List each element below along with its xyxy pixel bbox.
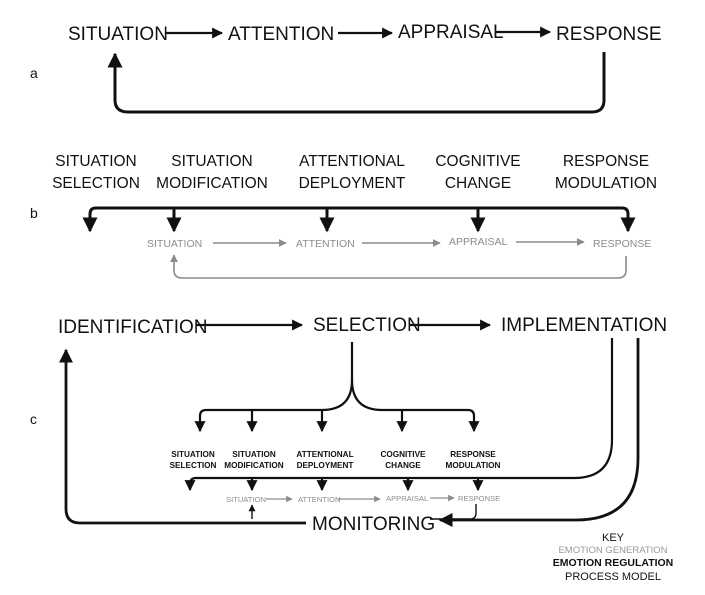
panel-c-strategy-label-line2: SELECTION xyxy=(170,461,217,470)
panel-b-strategy-attentional-deployment: ATTENTIONAL DEPLOYMENT xyxy=(299,153,406,192)
panel-b-strategy-response-modulation: RESPONSE MODULATION xyxy=(555,153,657,192)
panel-a-stage-attention: ATTENTION xyxy=(228,24,334,45)
panel-c-implementation-arrow xyxy=(184,338,614,492)
panel-c-fork-left xyxy=(194,342,354,433)
panel-b-arrow-response-modulation xyxy=(620,206,636,233)
panel-b-strategy-label-line2: SELECTION xyxy=(52,175,140,192)
panel-b-strategy-cognitive-change: COGNITIVE CHANGE xyxy=(435,153,520,192)
panel-c-strategy-label-line2: DEPLOYMENT xyxy=(297,461,354,470)
panel-b-strategy-label-line2: MODIFICATION xyxy=(156,175,268,192)
panel-b-strategy-label-line2: DEPLOYMENT xyxy=(299,175,406,192)
panel-c-strategy-cognitive-change: COGNITIVE CHANGE xyxy=(380,450,426,470)
panel-a-stage-appraisal: APPRAISAL xyxy=(398,22,504,43)
panel-b-stage-situation: SITUATION xyxy=(147,238,202,250)
panel-a: a SITUATION ATTENTION APPRAISAL RESPONSE xyxy=(30,22,662,114)
panel-c-strategy-label-line2: MODIFICATION xyxy=(224,461,284,470)
panel-c-strategy-label-line1: SITUATION xyxy=(232,450,276,459)
panel-c-stage-attention: ATTENTION xyxy=(298,495,340,504)
panel-c-strategy-label-line1: RESPONSE xyxy=(450,450,496,459)
key-process-model: PROCESS MODEL xyxy=(565,571,661,583)
panel-c-stage-appraisal: APPRAISAL xyxy=(386,494,428,503)
panel-b-feedback-loop xyxy=(170,254,627,279)
panel-c-stage-situation: SITUATION xyxy=(226,495,266,504)
panel-c-monitoring: MONITORING xyxy=(312,514,435,535)
panel-b-strategy-label-line2: MODULATION xyxy=(555,175,657,192)
panel-b-stage-attention: ATTENTION xyxy=(296,238,355,250)
panel-b-strategy-situation-selection: SITUATION SELECTION xyxy=(52,153,140,192)
panel-c-response-to-monitoring xyxy=(430,504,477,520)
panel-c-strategy-attentional-deployment: ATTENTIONAL DEPLOYMENT xyxy=(296,450,353,470)
panel-b: b SITUATION SELECTION SITUATION MODIFICA… xyxy=(30,153,657,279)
panel-b-strategy-label-line1: SITUATION xyxy=(171,153,253,170)
panel-c-strategy-label-line1: ATTENTIONAL xyxy=(296,450,353,459)
panel-c-monitoring-to-identification xyxy=(59,348,306,525)
panel-c-step-implementation: IMPLEMENTATION xyxy=(501,315,667,336)
panel-b-strategy-label-line1: SITUATION xyxy=(55,153,137,170)
panel-c-strategy-label-line1: SITUATION xyxy=(171,450,215,459)
panel-c-strategy-label-line2: MODULATION xyxy=(446,461,501,470)
panel-c-strategy-situation-modification: SITUATION MODIFICATION xyxy=(224,450,284,470)
panel-b-strategy-label-line2: CHANGE xyxy=(445,175,511,192)
panel-b-strategy-label-line1: ATTENTIONAL xyxy=(299,153,405,170)
panel-b-strategy-label-line1: COGNITIVE xyxy=(435,153,520,170)
key-emotion-generation: EMOTION GENERATION xyxy=(558,545,667,556)
panel-c-strategy-situation-selection: SITUATION SELECTION xyxy=(170,450,217,470)
panel-b-stage-response: RESPONSE xyxy=(593,238,651,250)
panel-a-stage-response: RESPONSE xyxy=(556,24,662,45)
panel-c-strategy-response-modulation: RESPONSE MODULATION xyxy=(446,450,501,470)
panel-a-letter: a xyxy=(30,65,38,81)
panel-c-stage-response: RESPONSE xyxy=(458,494,500,503)
panel-b-stage-appraisal: APPRAISAL xyxy=(449,236,508,248)
panel-c-fork-right xyxy=(350,379,480,433)
panel-a-feedback-loop xyxy=(107,52,606,114)
panel-b-arrow-situation-selection xyxy=(82,206,98,233)
panel-c-step-identification: IDENTIFICATION xyxy=(58,317,208,338)
panel-c-letter: c xyxy=(30,411,37,427)
panel-c: c IDENTIFICATION SELECTION IMPLEMENTATIO… xyxy=(30,315,667,535)
panel-b-strategy-situation-modification: SITUATION MODIFICATION xyxy=(156,153,268,192)
panel-c-implementation-to-monitoring xyxy=(438,338,640,527)
panel-b-letter: b xyxy=(30,205,38,221)
key-emotion-regulation: EMOTION REGULATION xyxy=(553,557,674,569)
panel-c-strategy-label-line2: CHANGE xyxy=(385,461,421,470)
key-legend: KEY EMOTION GENERATION EMOTION REGULATIO… xyxy=(553,532,674,583)
panel-a-stage-situation: SITUATION xyxy=(68,24,168,45)
panel-c-strategy-label-line1: COGNITIVE xyxy=(380,450,426,459)
panel-c-step-selection: SELECTION xyxy=(313,315,421,336)
key-title: KEY xyxy=(602,532,625,544)
panel-b-strategy-label-line1: RESPONSE xyxy=(563,153,649,170)
